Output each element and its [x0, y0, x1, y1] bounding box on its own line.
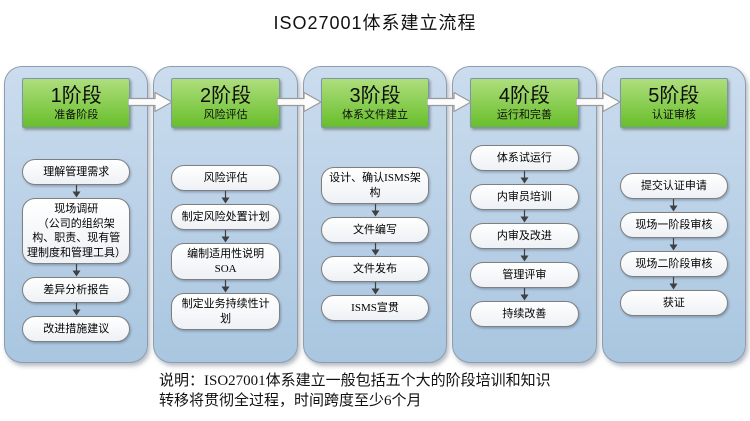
- stage-header-5: 5阶段认证审核: [619, 78, 729, 128]
- step-connector: [321, 243, 429, 256]
- step-connector: [620, 199, 728, 212]
- step-box: 风险评估: [171, 165, 280, 191]
- step-connector: [470, 210, 578, 223]
- stage-subtitle: 认证审核: [651, 108, 696, 121]
- step-box: 理解管理需求: [22, 159, 131, 185]
- step-connector: [22, 185, 130, 198]
- down-arrow-icon: [520, 210, 529, 223]
- step-box: 内审员培训: [470, 184, 579, 210]
- step-box: 现场一阶段审核: [619, 212, 729, 238]
- down-arrow-icon: [221, 230, 230, 243]
- step-box: 设计、确认ISMS架构: [320, 167, 430, 205]
- step-connector: [620, 277, 728, 290]
- step-box: 文件发布: [320, 256, 430, 283]
- down-arrow-icon: [520, 288, 529, 301]
- stage-subtitle: 运行和完善: [496, 108, 552, 121]
- note-text: 说明：ISO27001体系建立一般包括五个大的阶段培训和知识 转移将贯彻全过程，…: [159, 373, 551, 410]
- step-box: 获证: [619, 290, 729, 316]
- stage-subtitle: 体系文件建立: [342, 108, 409, 121]
- stage-panel-5: 5阶段认证审核提交认证申请现场一阶段审核现场二阶段审核获证: [601, 66, 747, 363]
- step-box: 现场二阶段审核: [619, 251, 729, 277]
- stage-number: 4阶段: [498, 84, 550, 107]
- step-connector: [470, 288, 578, 301]
- step-box: 制定风险处置计划: [171, 204, 280, 230]
- down-arrow-icon: [221, 191, 230, 204]
- down-arrow-icon: [72, 264, 81, 277]
- stage-panel-3: 3阶段体系文件建立设计、确认ISMS架构文件编写文件发布 ISMS宣贯: [302, 66, 448, 363]
- stage-steps: 风险评估制定风险处置计划编制适用性说明SOA 制定业务持续性计划: [171, 165, 280, 331]
- down-arrow-icon: [669, 238, 678, 251]
- down-arrow-icon: [72, 185, 81, 198]
- step-box: 内审及改进: [470, 223, 579, 249]
- stage-number: 5阶段: [648, 84, 700, 107]
- step-box: 管理评审: [470, 262, 579, 288]
- down-arrow-icon: [371, 204, 380, 217]
- step-connector: [470, 171, 578, 184]
- stage-header-4: 4阶段运行和完善: [470, 78, 579, 128]
- stage-steps: 设计、确认ISMS架构文件编写文件发布 ISMS宣贯: [320, 167, 430, 322]
- down-arrow-icon: [520, 171, 529, 184]
- step-box: ISMS宣贯: [320, 295, 430, 322]
- flow-diagram: 1阶段准备阶段理解管理需求现场调研 （公司的组织架构、职责、现有管理制度和管理工…: [4, 66, 747, 363]
- stages-row: 1阶段准备阶段理解管理需求现场调研 （公司的组织架构、职责、现有管理制度和管理工…: [4, 66, 747, 363]
- step-connector: [171, 230, 279, 243]
- step-connector: [171, 280, 279, 293]
- step-connector: [321, 282, 429, 295]
- stage-steps: 体系试运行内审员培训内审及改进管理评审持续改善: [470, 145, 579, 327]
- step-connector: [470, 249, 578, 262]
- stage-panel-1: 1阶段准备阶段理解管理需求现场调研 （公司的组织架构、职责、现有管理制度和管理工…: [4, 66, 149, 363]
- down-arrow-icon: [371, 282, 380, 295]
- step-connector: [321, 204, 429, 217]
- step-connector: [22, 303, 130, 316]
- down-arrow-icon: [520, 249, 529, 262]
- down-arrow-icon: [669, 277, 678, 290]
- step-box: 文件编写: [320, 217, 430, 244]
- step-box: 现场调研 （公司的组织架构、职责、现有管理制度和管理工具）: [22, 198, 131, 265]
- step-connector: [620, 238, 728, 251]
- stage-number: 2阶段: [200, 84, 252, 107]
- page-title: ISO27001体系建立流程: [273, 13, 477, 33]
- step-box: 持续改善: [470, 301, 579, 327]
- stage-header-1: 1阶段准备阶段: [22, 78, 131, 128]
- stage-number: 3阶段: [349, 84, 401, 107]
- stage-header-3: 3阶段体系文件建立: [320, 78, 430, 128]
- down-arrow-icon: [72, 303, 81, 316]
- step-box: 编制适用性说明SOA: [171, 243, 280, 281]
- stage-steps: 提交认证申请现场一阶段审核现场二阶段审核获证: [619, 173, 729, 316]
- stage-number: 1阶段: [50, 84, 102, 107]
- stage-panel-4: 4阶段运行和完善体系试运行内审员培训内审及改进管理评审持续改善: [452, 66, 597, 363]
- step-connector: [171, 191, 279, 204]
- stage-subtitle: 风险评估: [203, 108, 248, 121]
- step-box: 改进措施建议: [22, 316, 131, 343]
- step-box: 提交认证申请: [619, 173, 729, 199]
- down-arrow-icon: [221, 280, 230, 293]
- down-arrow-icon: [669, 199, 678, 212]
- stage-subtitle: 准备阶段: [54, 108, 99, 121]
- step-box: 体系试运行: [470, 145, 579, 171]
- stage-steps: 理解管理需求现场调研 （公司的组织架构、职责、现有管理制度和管理工具） 差异分析报…: [22, 159, 131, 343]
- stage-header-2: 2阶段风险评估: [171, 78, 280, 128]
- down-arrow-icon: [371, 243, 380, 256]
- step-box: 差异分析报告: [22, 277, 131, 304]
- step-connector: [22, 264, 130, 277]
- step-box: 制定业务持续性计划: [171, 293, 280, 331]
